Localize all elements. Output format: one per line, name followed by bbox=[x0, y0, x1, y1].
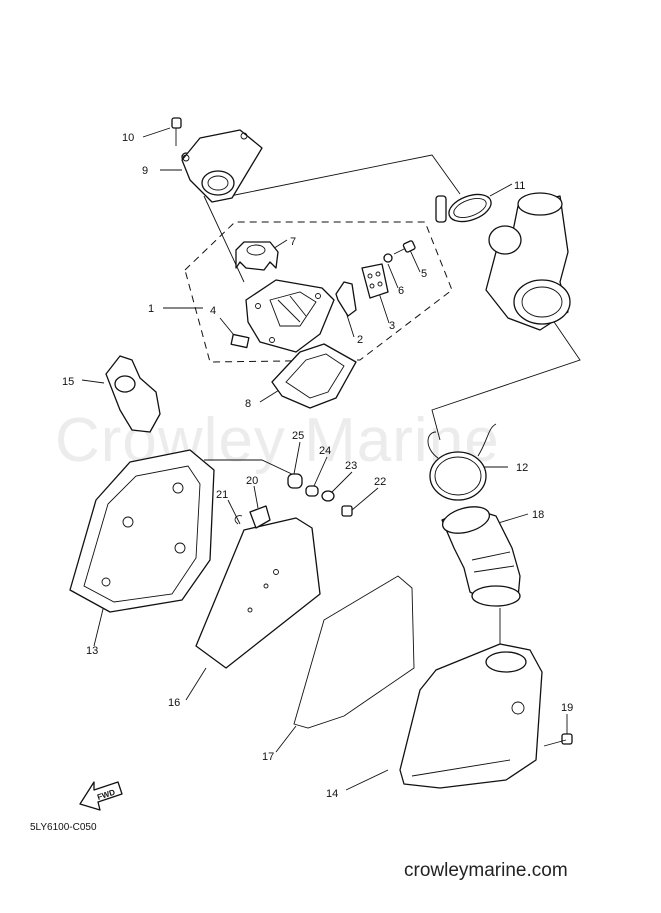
callout-9: 9 bbox=[142, 165, 148, 177]
fwd-arrow-icon: FWD bbox=[79, 781, 123, 811]
callout-12: 12 bbox=[516, 462, 528, 474]
callout-8: 8 bbox=[245, 398, 251, 410]
part-3-stopper-plate bbox=[361, 263, 389, 299]
callout-22: 22 bbox=[374, 476, 386, 488]
drawing-code: 5LY6100-C050 bbox=[30, 822, 97, 833]
callout-24: 24 bbox=[319, 445, 331, 457]
callout-10: 10 bbox=[122, 132, 134, 144]
callout-18: 18 bbox=[532, 509, 544, 521]
callout-17: 17 bbox=[262, 751, 274, 763]
site-url[interactable]: crowleymarine.com bbox=[404, 860, 568, 881]
part-16-filter-element bbox=[195, 517, 321, 669]
callout-21: 21 bbox=[216, 489, 228, 501]
callout-3: 3 bbox=[389, 320, 395, 332]
part-14-air-box-cover bbox=[399, 643, 543, 789]
callout-7: 7 bbox=[290, 236, 296, 248]
callout-16: 16 bbox=[168, 697, 180, 709]
leader-lines bbox=[81, 127, 581, 791]
part-8-gasket bbox=[271, 343, 357, 409]
part-17-filter-seal bbox=[293, 575, 415, 729]
callout-15: 15 bbox=[62, 376, 74, 388]
part-2-reed bbox=[335, 281, 357, 317]
callout-23: 23 bbox=[345, 460, 357, 472]
intake-elbow bbox=[485, 192, 571, 331]
part-11-band-clamp bbox=[435, 193, 492, 223]
part-12-o-ring bbox=[427, 423, 497, 501]
callout-5: 5 bbox=[421, 268, 427, 280]
part-9-manifold-joint bbox=[181, 129, 263, 203]
part-4-plate bbox=[230, 333, 250, 349]
part-13-air-box-case bbox=[69, 449, 215, 613]
parts-20-25-hardware bbox=[234, 473, 353, 529]
callout-25: 25 bbox=[292, 430, 304, 442]
callout-6: 6 bbox=[398, 285, 404, 297]
callout-19: 19 bbox=[561, 702, 573, 714]
part-19-screw bbox=[543, 733, 573, 747]
part-15-intake-horn bbox=[105, 355, 161, 433]
callout-11: 11 bbox=[514, 180, 525, 192]
callout-20: 20 bbox=[246, 475, 258, 487]
callout-14: 14 bbox=[326, 788, 338, 800]
part-18-intake-duct bbox=[441, 506, 521, 607]
part-7-reed-stopper bbox=[235, 241, 279, 271]
callout-4: 4 bbox=[210, 305, 216, 317]
callout-labels: 10 9 1 4 7 8 2 3 6 5 11 12 18 15 25 24 2… bbox=[62, 132, 573, 800]
reed-valve-body bbox=[245, 279, 335, 353]
part-5-6-screw-washer bbox=[383, 240, 416, 263]
callout-1: 1 bbox=[148, 303, 154, 315]
callout-2: 2 bbox=[357, 334, 363, 346]
callout-13: 13 bbox=[86, 645, 98, 657]
